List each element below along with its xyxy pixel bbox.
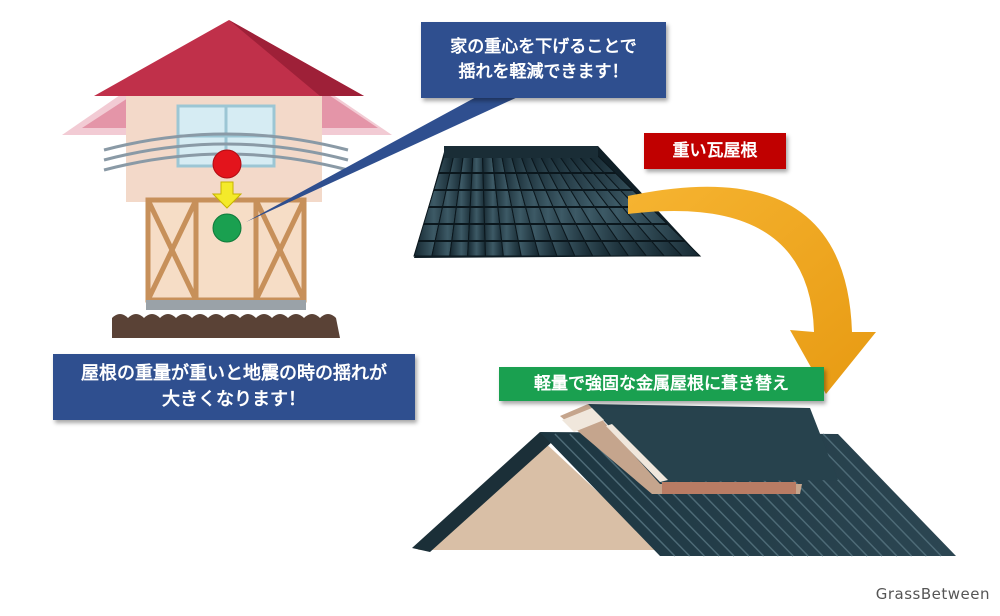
house-roof [94, 20, 364, 96]
metal-roof [412, 404, 956, 557]
shaking-house [62, 20, 392, 338]
callout-lower-center-of-gravity: 家の重心を下げることで 揺れを軽減できます！ [421, 22, 666, 98]
red-circle-icon [212, 149, 242, 179]
callout-bottom-line-2: 大きくなります！ [162, 389, 306, 410]
curved-arrow [628, 186, 876, 394]
house-foundation [146, 300, 306, 310]
brand-logo-text: GrassBetween [875, 585, 990, 603]
yellow-down-arrow-icon [211, 181, 243, 209]
callout-bottom-line-1: 屋根の重量が重いと地震の時の揺れが [81, 363, 387, 384]
label-heavy-tile-roof: 重い瓦屋根 [644, 133, 786, 169]
callout-heavy-roof-shaking: 屋根の重量が重いと地震の時の揺れが 大きくなります！ [53, 354, 415, 420]
callout-top-line-1: 家の重心を下げることで [450, 37, 637, 57]
ground [112, 314, 340, 338]
callout-top-line-2: 揺れを軽減できます！ [458, 62, 629, 82]
callout-pointer [246, 96, 520, 222]
green-circle-icon [212, 213, 242, 243]
heavy-tile-roof [413, 146, 702, 258]
gable-wall [418, 438, 660, 550]
label-metal-roof-replacement: 軽量で強固な金属屋根に葺き替え [499, 367, 824, 401]
